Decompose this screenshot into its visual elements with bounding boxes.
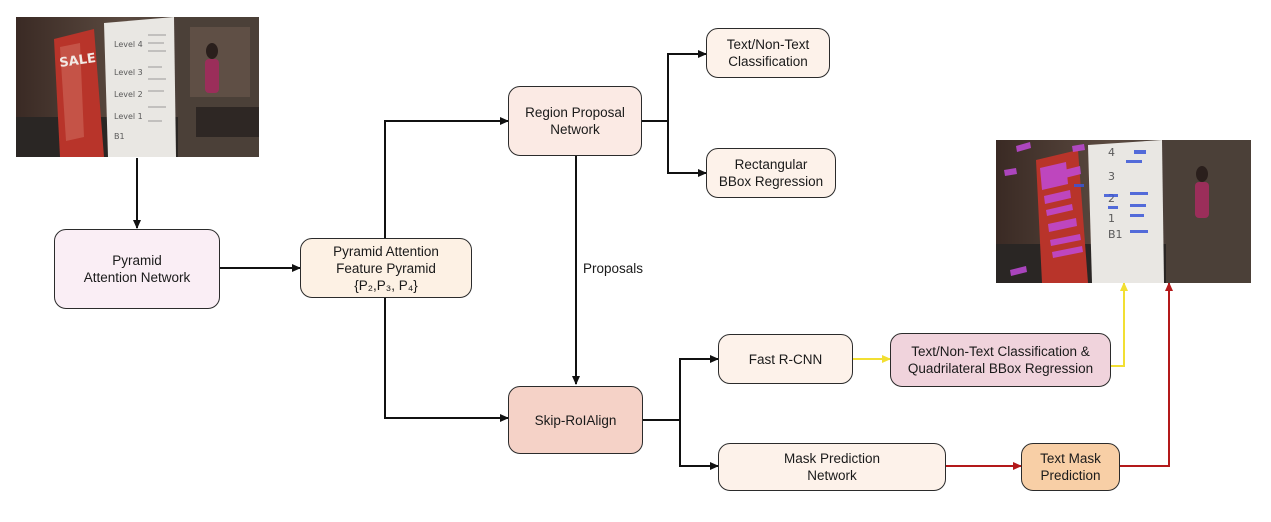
arrow-rpn-to-rect-bbox — [667, 121, 707, 177]
detection-boxes-sign — [1074, 150, 1148, 233]
text-nontext-classification-label: Text/Non-Text Classification — [726, 37, 810, 69]
proposals-label: Proposals — [583, 261, 644, 276]
svg-text:B1: B1 — [114, 132, 125, 141]
text-mask-prediction-label: Text Mask Prediction — [1040, 451, 1101, 483]
arrow-feature-pyramid-to-rpn — [384, 117, 509, 238]
skip-roialign-label: Skip-RoIAlign — [534, 412, 617, 428]
text-nontext-classification-box: Text/Non-Text Classification — [706, 28, 830, 78]
input-photo: SALE Level 4 Level 3 Level 2 Level 1 B1 — [16, 17, 259, 157]
person — [205, 59, 219, 93]
arrow-quad-to-output — [1111, 282, 1128, 367]
pyramid-attention-network-box: Pyramid Attention Network — [54, 229, 220, 309]
region-proposal-network-label: Region Proposal Network — [525, 105, 625, 137]
arrow-skip-roialign-to-mask-network — [679, 420, 719, 470]
rectangular-bbox-regression-label: Rectangular BBox Regression — [718, 157, 824, 189]
mask-prediction-network-label: Mask Prediction Network — [783, 451, 881, 483]
feature-pyramid-box: Pyramid Attention Feature Pyramid {P₂,P₃… — [300, 238, 472, 298]
mask-prediction-network-box: Mask Prediction Network — [718, 443, 946, 491]
arrow-rpn-to-classification — [642, 50, 707, 122]
rectangular-bbox-regression-box: Rectangular BBox Regression — [706, 148, 836, 198]
quad-classification-regression-label: Text/Non-Text Classification & Quadrilat… — [907, 344, 1094, 376]
svg-text:1: 1 — [1108, 212, 1115, 225]
pyramid-attention-network-label: Pyramid Attention Network — [83, 253, 191, 285]
fast-rcnn-box: Fast R-CNN — [718, 334, 853, 384]
svg-text:Level 1: Level 1 — [114, 112, 143, 121]
feature-pyramid-title: Pyramid Attention Feature Pyramid — [333, 243, 439, 276]
output-photo: 4 3 2 1 B1 — [996, 140, 1251, 283]
region-proposal-network-box: Region Proposal Network — [508, 86, 642, 156]
svg-text:Level 4: Level 4 — [114, 40, 143, 49]
text-mask-prediction-box: Text Mask Prediction — [1021, 443, 1120, 491]
arrow-skip-roialign-to-fast-rcnn — [643, 355, 719, 421]
feature-pyramid-levels: {P₂,P₃, P₄} — [354, 277, 418, 293]
quad-classification-regression-box: Text/Non-Text Classification & Quadrilat… — [890, 333, 1111, 387]
svg-text:3: 3 — [1108, 170, 1115, 183]
sale-text: SALE — [58, 51, 96, 71]
svg-text:B1: B1 — [1108, 228, 1123, 241]
arrow-feature-pyramid-to-skip-roialign — [384, 298, 509, 422]
detection-masks — [1004, 142, 1085, 276]
svg-text:Level 3: Level 3 — [114, 68, 143, 77]
svg-text:4: 4 — [1108, 146, 1115, 159]
svg-text:2: 2 — [1108, 192, 1115, 205]
directory-sign — [104, 17, 176, 157]
fast-rcnn-label: Fast R-CNN — [748, 351, 823, 367]
svg-text:Level 2: Level 2 — [114, 90, 143, 99]
arrow-text-mask-to-output — [1120, 282, 1173, 467]
skip-roialign-box: Skip-RoIAlign — [508, 386, 643, 454]
